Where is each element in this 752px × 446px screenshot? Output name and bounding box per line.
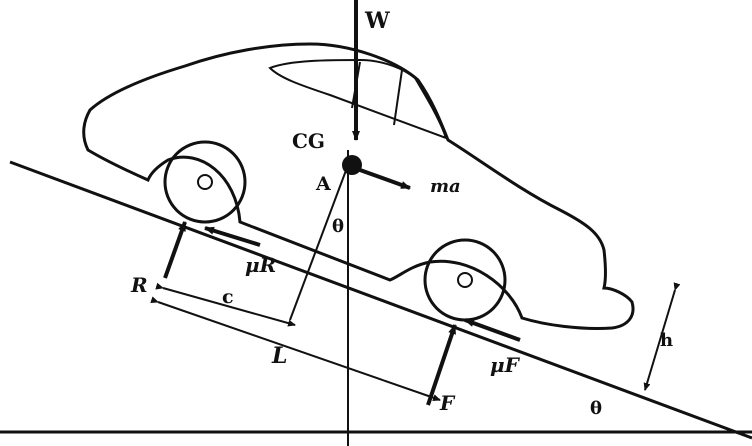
label-wheelbase: L <box>271 343 287 369</box>
center-of-gravity-dot <box>342 155 362 175</box>
label-cg-height: h <box>660 330 673 351</box>
label-theta-cg: θ <box>332 216 344 237</box>
label-weight: W <box>364 8 390 34</box>
front-friction-arrow <box>464 318 521 342</box>
label-slope-angle: θ <box>590 398 602 419</box>
label-inertial-force: ma <box>430 176 461 197</box>
car-window <box>268 58 448 140</box>
dimension-l-line <box>150 296 441 402</box>
label-point-a: A <box>315 173 331 195</box>
window-pillar-front <box>393 69 403 126</box>
rear-axle <box>197 174 213 190</box>
label-front-friction: μF <box>490 353 521 377</box>
label-cg-to-rear: c <box>222 286 234 308</box>
label-front-normal: F <box>439 391 456 415</box>
car-body <box>82 42 635 330</box>
cg-perpendicular-line <box>289 164 349 321</box>
dimension-h-line <box>643 282 681 391</box>
label-rear-normal: R <box>130 273 148 297</box>
incline-surface-line <box>9 160 752 440</box>
label-cg: CG <box>292 129 325 153</box>
rear-wheel <box>163 140 247 224</box>
rear-normal-force-arrow <box>163 221 187 279</box>
inertial-force-arrow <box>359 168 411 190</box>
rear-friction-arrow <box>204 226 261 247</box>
label-rear-friction: μR <box>245 253 276 277</box>
front-axle <box>457 272 473 288</box>
